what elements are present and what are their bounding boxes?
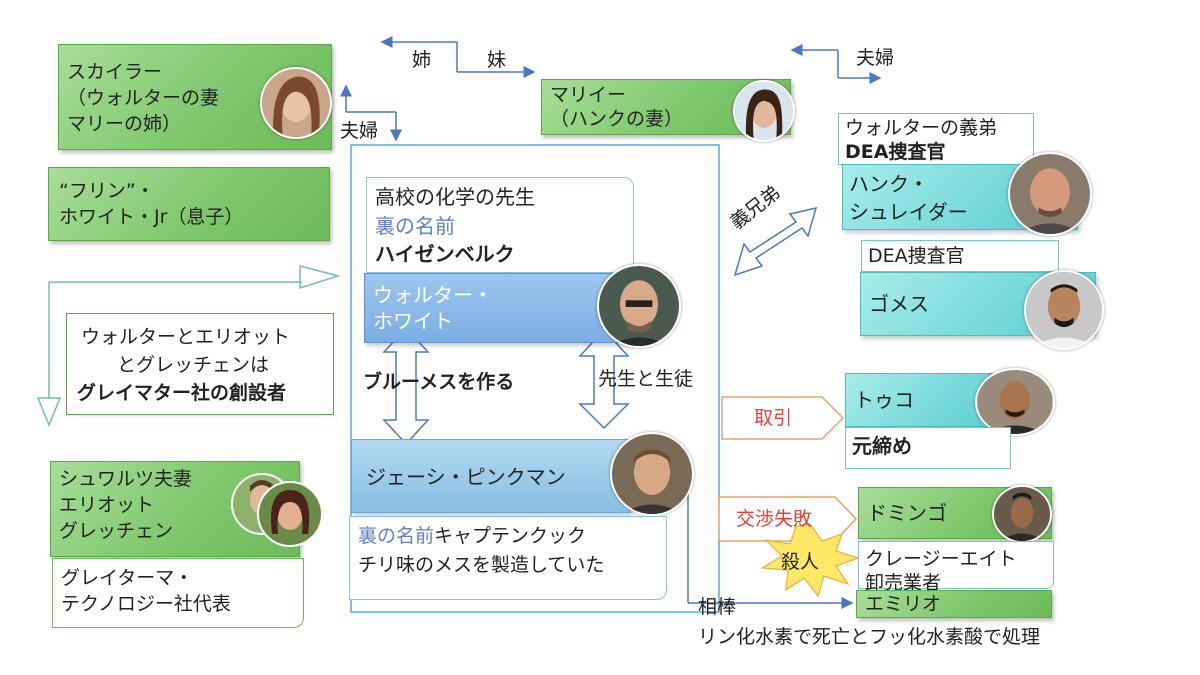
jesse-name-box: ジェーシ・ピンクマン (351, 439, 631, 513)
domingo-desc-box: クレージーエイト 卸売業者 (858, 541, 1054, 594)
hank-title1: ウォルターの義弟 (845, 117, 998, 139)
domingo-name: ドミンゴ (867, 501, 947, 525)
couple-label-right: 夫婦 (856, 47, 895, 69)
tuco-avatar (975, 368, 1055, 436)
couple-label-left: 夫婦 (340, 120, 379, 142)
failed-negotiation-arrow-shape (718, 496, 858, 542)
founders-line3: グレイマター社の創設者 (77, 382, 287, 404)
distributor-label: 卸売業者 (865, 572, 942, 594)
walter-avatar (597, 264, 681, 348)
domingo-avatar (992, 485, 1052, 543)
graymatter-line1: グレイターマ・ (61, 567, 194, 589)
gomez-avatar (1024, 270, 1104, 350)
teacher-student-label: 先生と生徒 (598, 368, 694, 390)
walter-name-box: ウォルター・ ホワイト (364, 273, 632, 343)
couple-connector-left (340, 84, 402, 142)
walter-group-frame (350, 144, 720, 613)
younger-sister-label: 妹 (487, 49, 507, 71)
graymatter-line2: テクノロジー社代表 (61, 593, 231, 615)
hank-avatar (1008, 152, 1092, 236)
flynn-line2: ホワイト・Jr（息子） (59, 206, 244, 228)
hank-name2: シュレイダー (849, 200, 968, 224)
marie-line1: マリイー (550, 84, 627, 106)
murder-starburst (760, 523, 860, 598)
jesse-alias-label: 裏の名前 (358, 525, 435, 547)
tuco-name: トゥコ (854, 388, 914, 412)
walter-name2: ホワイト (373, 309, 453, 333)
gomez-title: DEA捜査官 (868, 245, 965, 267)
emilio-name: エミリオ (865, 593, 942, 615)
failed-negotiation-label: 交渉失敗 (736, 508, 813, 530)
deal-label: 取引 (754, 407, 793, 429)
founders-loop-arrow (36, 265, 341, 427)
jesse-desc-box: 裏の名前キャプテンクック チリ味のメスを製造していた (349, 516, 667, 600)
marie-avatar (733, 80, 795, 142)
emilio-name-box: エミリオ (856, 590, 1052, 618)
schwartz-line3: グレッチェン (59, 520, 174, 542)
crazy8-label: クレージーエイト (865, 548, 1017, 570)
tuco-role: 元締め (852, 434, 912, 458)
flynn-line1: “フリン”・ (59, 180, 155, 202)
skyler-line1: スカイラー (67, 61, 163, 83)
sister-connector (380, 36, 536, 78)
gomez-name: ゴメス (869, 292, 929, 316)
emilio-fate: リン化水素で死亡とフッ化水素酸で処理 (698, 626, 1041, 648)
skyler-line3: マリーの姉） (67, 113, 182, 135)
schwartz-photo (228, 458, 323, 554)
jesse-alias: キャプテンクック (434, 525, 587, 547)
tuco-role-box: 元締め (845, 427, 1011, 469)
flynn-box: “フリン”・ ホワイト・Jr（息子） (48, 167, 330, 241)
partner-connector (687, 492, 854, 609)
walter-desc-box: 高校の化学の先生 裏の名前 ハイゼンベルク (366, 177, 634, 273)
skyler-avatar (260, 67, 332, 139)
schwartz-line1: シュワルツ夫妻 (59, 468, 193, 490)
walter-desc1: 高校の化学の先生 (375, 185, 535, 209)
founders-line1: ウォルターとエリオット (81, 326, 291, 348)
jesse-desc: チリ味のメスを製造していた (358, 554, 605, 576)
skyler-line2: （ウォルターの妻 (67, 87, 220, 109)
founders-line2: とグレッチェンは (117, 354, 270, 376)
blue-meth-label: ブルーメスを作る (363, 371, 515, 393)
jesse-name: ジェーシ・ピンクマン (366, 465, 566, 489)
walter-name1: ウォルター・ (373, 283, 493, 307)
gomez-title-box: DEA捜査官 (861, 240, 1059, 272)
walter-alias: ハイゼンベルク (375, 242, 515, 266)
older-sister-label: 姉 (412, 49, 432, 71)
marie-line2: （ハンクの妻） (550, 108, 684, 130)
partner-label: 相棒 (698, 596, 737, 618)
graymatter-box: グレイターマ・ テクノロジー社代表 (52, 558, 304, 628)
hank-title2: DEA捜査官 (845, 141, 946, 163)
deal-arrow-shape (721, 396, 845, 440)
schwartz-line2: エリオット (59, 494, 155, 516)
founders-box: ウォルターとエリオット とグレッチェンは グレイマター社の創設者 (66, 313, 334, 415)
walter-desc2: 裏の名前 (375, 214, 455, 238)
teacher-student-arrow (578, 328, 630, 430)
murder-label: 殺人 (781, 551, 820, 573)
jesse-alias-row: 裏の名前キャプテンクック (358, 523, 586, 549)
jesse-avatar (610, 432, 694, 516)
in-law-double-arrow (733, 206, 818, 277)
couple-connector-right (790, 44, 882, 84)
hank-name1: ハンク・ (849, 172, 929, 196)
hank-title-box: ウォルターの義弟 DEA捜査官 (838, 113, 1034, 165)
